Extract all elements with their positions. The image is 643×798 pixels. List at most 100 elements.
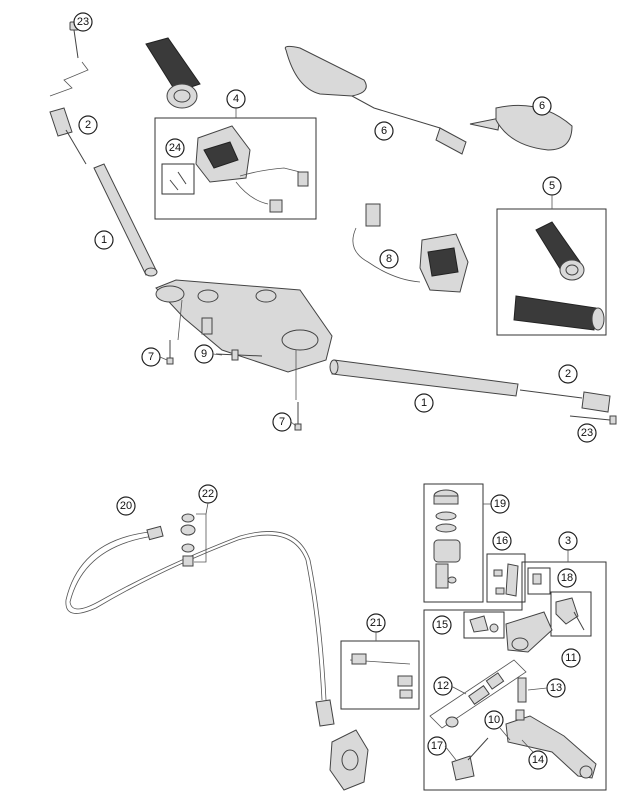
- mirror-right: [469, 104, 573, 151]
- svg-text:6: 6: [381, 125, 387, 137]
- callout-12: 12: [433, 676, 453, 696]
- svg-text:1: 1: [101, 234, 107, 246]
- callout-3: 3: [558, 531, 578, 551]
- callout-21: 21: [366, 613, 386, 633]
- callout-18: 18: [557, 568, 577, 588]
- callout-22: 22: [198, 484, 218, 504]
- callout-7-center: 7: [272, 412, 292, 432]
- svg-text:22: 22: [202, 488, 214, 500]
- switch-housing-right: [352, 203, 469, 293]
- callout-13: 13: [546, 678, 566, 698]
- callout-1-left: 1: [94, 230, 114, 250]
- brake-switch: [349, 653, 413, 699]
- svg-text:3: 3: [565, 535, 571, 547]
- fluid-reservoir: [433, 489, 461, 589]
- svg-text:9: 9: [201, 348, 207, 360]
- svg-text:2: 2: [85, 119, 91, 131]
- svg-text:11: 11: [565, 652, 576, 664]
- box-18: [527, 567, 551, 595]
- box-3: [423, 561, 607, 791]
- bolt-right: [569, 415, 617, 425]
- svg-text:17: 17: [431, 740, 443, 752]
- svg-text:24: 24: [169, 142, 181, 154]
- callout-9: 9: [194, 344, 214, 364]
- box-5: [496, 208, 607, 336]
- callout-6-right: 6: [532, 96, 552, 116]
- svg-text:7: 7: [148, 351, 154, 363]
- svg-text:15: 15: [436, 619, 448, 631]
- bolt-9: [201, 317, 263, 361]
- callout-19: 19: [490, 494, 510, 514]
- screw-7-center: [294, 402, 302, 431]
- svg-text:23: 23: [77, 16, 89, 28]
- svg-text:14: 14: [532, 754, 544, 766]
- leader-lines: [159, 108, 569, 761]
- box-4: [154, 117, 317, 220]
- box-21: [340, 640, 420, 710]
- switch-15: [469, 615, 499, 633]
- brake-lever: [505, 709, 597, 779]
- svg-text:16: 16: [496, 535, 508, 547]
- svg-text:20: 20: [120, 500, 132, 512]
- svg-text:8: 8: [386, 253, 392, 265]
- box-24: [161, 163, 195, 195]
- brake-line: [65, 525, 335, 727]
- screw-18: [532, 573, 542, 585]
- callout-6-left: 6: [374, 121, 394, 141]
- brake-caliper: [329, 729, 369, 791]
- svg-text:12: 12: [437, 680, 449, 692]
- callout-1-right: 1: [414, 393, 434, 413]
- svg-text:10: 10: [488, 714, 500, 726]
- callout-23-right: 23: [577, 423, 597, 443]
- screw-7-left: [166, 340, 174, 365]
- svg-text:1: 1: [421, 397, 427, 409]
- callout-23-top: 23: [73, 12, 93, 32]
- callout-5: 5: [542, 176, 562, 196]
- bar-end-top-left: [49, 107, 87, 165]
- grip-pair: [513, 221, 605, 331]
- svg-text:13: 13: [550, 682, 562, 694]
- svg-text:18: 18: [561, 572, 573, 584]
- callout-7-left: 7: [141, 347, 161, 367]
- handlebar-right: [329, 359, 519, 397]
- svg-text:5: 5: [549, 180, 555, 192]
- box-16: [486, 553, 526, 603]
- screws-24: [169, 171, 187, 191]
- svg-text:2: 2: [565, 368, 571, 380]
- bracket-16: [493, 563, 519, 597]
- piston-kit: [429, 659, 527, 729]
- box-11: [550, 591, 592, 637]
- adjuster-17: [451, 737, 489, 781]
- triple-clamp: [155, 279, 333, 400]
- svg-text:7: 7: [279, 416, 285, 428]
- handlebar-left: [93, 163, 158, 277]
- switch-housing-left: [195, 125, 309, 213]
- callout-2-right: 2: [558, 364, 578, 384]
- svg-text:4: 4: [233, 93, 239, 105]
- box-19: [423, 483, 484, 603]
- svg-text:21: 21: [370, 617, 382, 629]
- callout-10: 10: [484, 710, 504, 730]
- bolt-top-left: [49, 21, 89, 97]
- callout-20: 20: [116, 496, 136, 516]
- svg-text:6: 6: [539, 100, 545, 112]
- bar-end-right: [519, 389, 611, 413]
- callout-16: 16: [492, 531, 512, 551]
- callout-2-top: 2: [78, 115, 98, 135]
- callout-14: 14: [528, 750, 548, 770]
- mirror-left: [284, 45, 467, 155]
- master-cylinder-body: [505, 611, 553, 653]
- callout-17: 17: [427, 736, 447, 756]
- callout-24: 24: [165, 138, 185, 158]
- svg-text:23: 23: [581, 427, 593, 439]
- grip-top: [145, 37, 201, 109]
- callout-15: 15: [432, 615, 452, 635]
- callout-8: 8: [379, 249, 399, 269]
- clamp-11: [555, 597, 585, 631]
- pin-13: [517, 677, 527, 703]
- banjo-parts: [180, 513, 207, 567]
- callout-4: 4: [226, 89, 246, 109]
- callout-11: 11: [561, 648, 581, 668]
- svg-text:19: 19: [494, 498, 506, 510]
